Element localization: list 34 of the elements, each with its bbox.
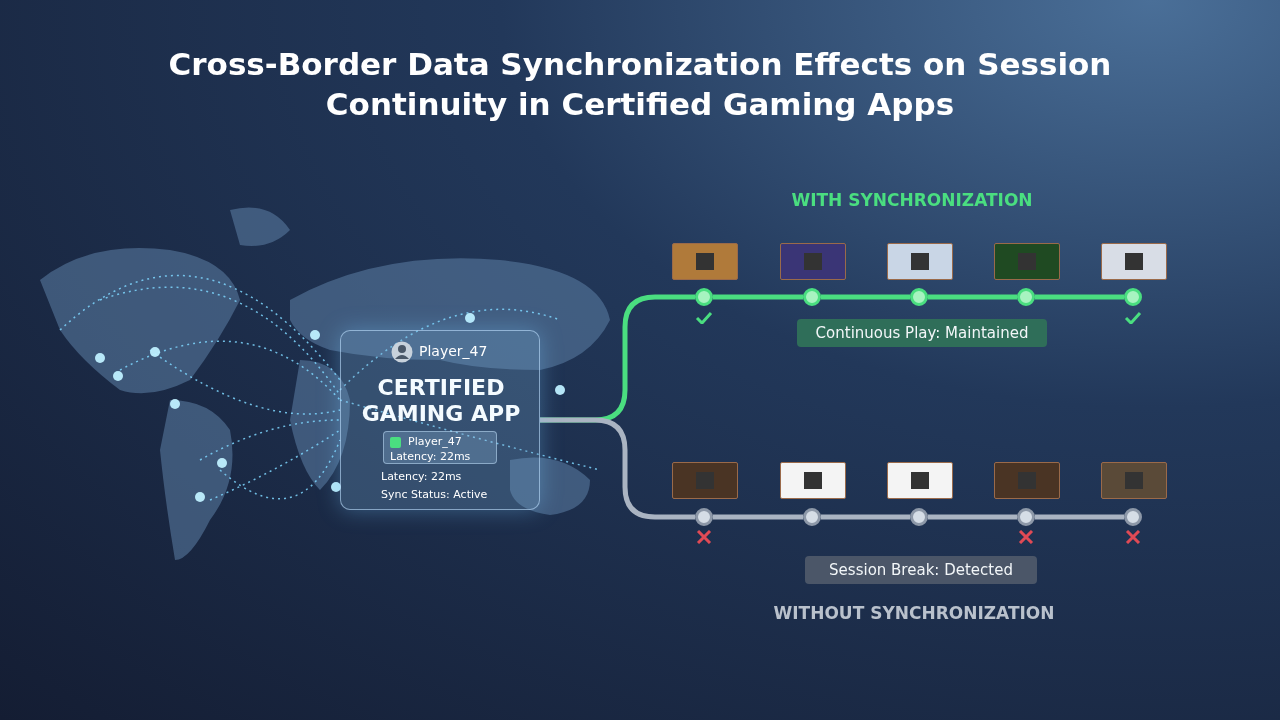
timeline-point	[695, 508, 713, 526]
app-card	[340, 330, 540, 510]
player-name: Player_47	[408, 435, 462, 448]
sync-status-text: Sync Status: Active	[381, 488, 488, 501]
timeline-connector	[821, 514, 910, 520]
timeline-point	[803, 288, 821, 306]
timeline-point	[1124, 508, 1142, 526]
timeline-point	[695, 288, 713, 306]
player-name: Player_47	[419, 343, 488, 359]
status-text: Session Break: Detected	[829, 561, 1013, 579]
app-name: CERTIFIED GAMING APP	[360, 375, 522, 427]
status-panel	[383, 431, 497, 464]
latency-text: Latency: 22ms	[381, 470, 462, 483]
timeline-connector	[540, 417, 695, 520]
timeline-point	[1017, 288, 1035, 306]
title: Cross-Border Data Synchronization Effects on Session Continuity in Certified Gaming Apps	[167, 45, 1113, 124]
timeline-point	[910, 508, 928, 526]
timeline-connector	[1035, 294, 1124, 300]
status-text: Continuous Play: Maintained	[815, 324, 1029, 342]
timeline-point	[910, 288, 928, 306]
timeline-connector	[1035, 514, 1124, 520]
timeline-connector	[713, 514, 803, 520]
timeline-connector	[821, 294, 910, 300]
timeline-connector	[928, 514, 1017, 520]
latency-text: Latency: 22ms	[390, 450, 471, 463]
timeline-connector	[713, 294, 803, 300]
section-heading: WITH SYNCHRONIZATION	[790, 190, 1034, 210]
timeline-point	[803, 508, 821, 526]
section-heading: WITHOUT SYNCHRONIZATION	[772, 603, 1056, 623]
timeline-point	[1017, 508, 1035, 526]
status-label	[797, 319, 1047, 347]
timeline-connector	[928, 294, 1017, 300]
status-label	[805, 556, 1037, 584]
timeline-point	[1124, 288, 1142, 306]
